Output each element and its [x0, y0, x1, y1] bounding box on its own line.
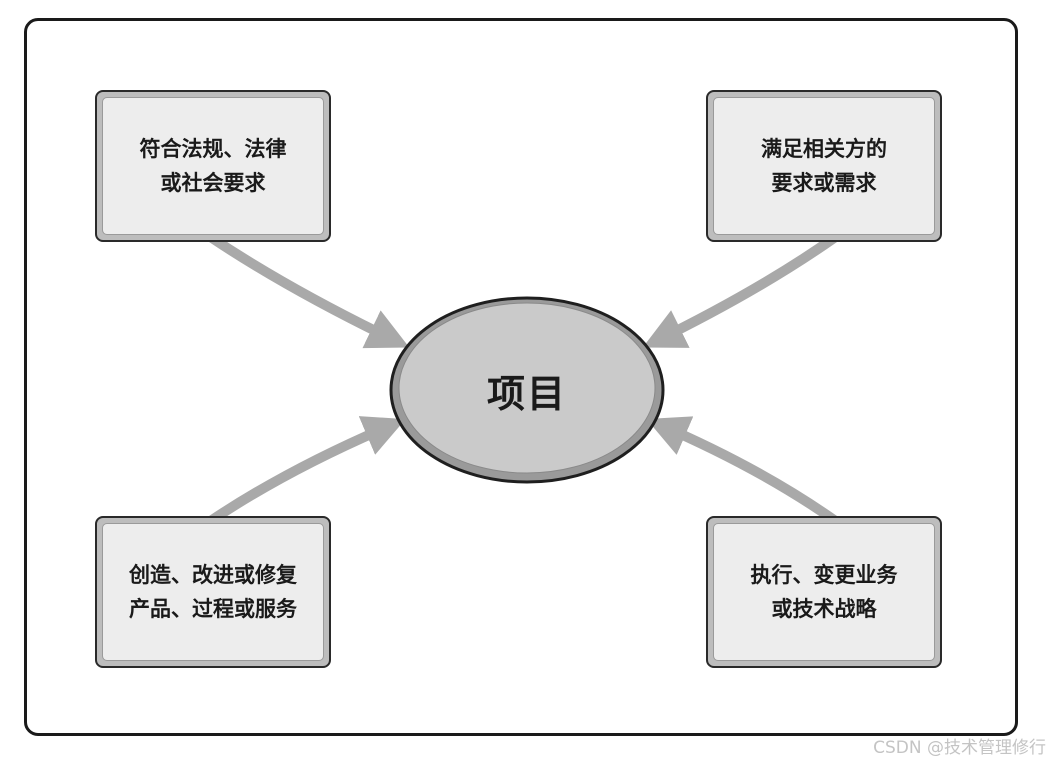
- watermark: CSDN @技术管理修行: [873, 738, 1046, 758]
- arrow-bottom-right: [646, 416, 837, 525]
- arrow-top-right: [642, 233, 837, 348]
- box-products-services-line-1: 创造、改进或修复: [129, 563, 297, 587]
- box-compliance-line-1: 符合法规、法律: [139, 137, 287, 161]
- arrow-bottom-left: [209, 416, 406, 525]
- arrow-top-left: [209, 233, 410, 349]
- box-products-services-line-2: 产品、过程或服务: [129, 597, 297, 621]
- box-strategy-line-1: 执行、变更业务: [750, 563, 898, 587]
- box-stakeholder-needs: 满足相关方的 要求或需求: [706, 90, 942, 242]
- box-compliance: 符合法规、法律 或社会要求: [95, 90, 331, 242]
- box-products-services-inner: 创造、改进或修复 产品、过程或服务: [102, 523, 324, 661]
- project-label: 项目: [486, 371, 567, 416]
- box-stakeholder-needs-line-1: 满足相关方的: [761, 137, 887, 161]
- box-products-services: 创造、改进或修复 产品、过程或服务: [95, 516, 331, 668]
- project-ellipse-inner: [398, 302, 656, 474]
- box-stakeholder-needs-line-2: 要求或需求: [771, 171, 877, 195]
- box-strategy-line-2: 或技术战略: [771, 597, 877, 621]
- box-compliance-line-2: 或社会要求: [160, 171, 266, 195]
- box-strategy-inner: 执行、变更业务 或技术战略: [713, 523, 935, 661]
- box-stakeholder-needs-inner: 满足相关方的 要求或需求: [713, 97, 935, 235]
- box-compliance-inner: 符合法规、法律 或社会要求: [102, 97, 324, 235]
- box-strategy: 执行、变更业务 或技术战略: [706, 516, 942, 668]
